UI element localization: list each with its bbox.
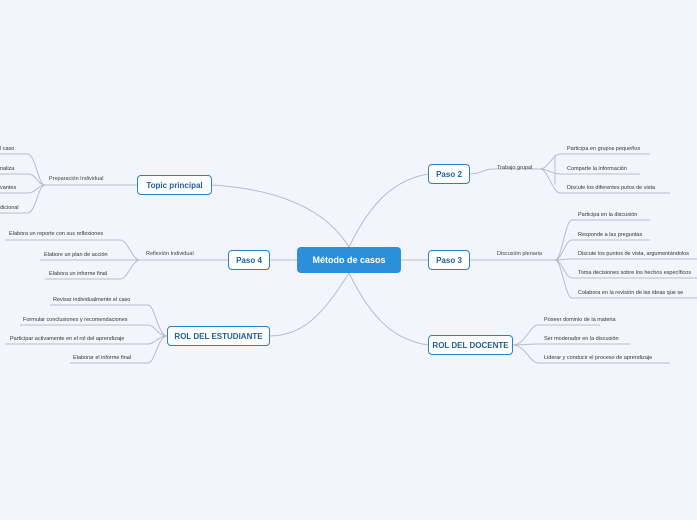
topic-principal-leaf[interactable]: dicional <box>0 205 19 211</box>
paso-4-leaf[interactable]: Elabore un plan de acción <box>44 252 108 258</box>
link-central-paso2 <box>348 173 429 248</box>
topic-principal-leaf[interactable]: naliza <box>0 166 15 172</box>
rol-docente-leaf[interactable]: Poseer dominio de la materia <box>544 317 616 323</box>
paso-4-node[interactable]: Paso 4 <box>228 250 270 270</box>
paso-4-leaf[interactable]: Elabora un informe final <box>49 271 108 277</box>
rol-estudiante-leaf[interactable]: Participar activamente en el rol del apr… <box>10 336 125 342</box>
topic-principal-subtopic[interactable]: Preparación Individual <box>49 176 104 182</box>
rol-estudiante-leaf[interactable]: Revisar individualmente el caso <box>53 297 131 303</box>
paso-2-node[interactable]: Paso 2 <box>428 164 470 184</box>
link-central-docente <box>348 272 429 346</box>
topic-principal-node[interactable]: Topic principal <box>137 175 212 195</box>
paso-3-leaf[interactable]: Responde a las preguntas <box>578 232 643 238</box>
paso-4-subtopic[interactable]: Reflexión Individual <box>146 251 194 257</box>
paso-4-leaf[interactable]: Elabora un reporte con sus reflexiones <box>9 231 104 237</box>
rol-estudiante-leaf[interactable]: Formular conclusiones y recomendaciones <box>23 317 128 323</box>
topic-principal-leaf[interactable]: vantes <box>0 185 17 191</box>
rol-docente-node[interactable]: ROL DEL DOCENTE <box>428 335 513 355</box>
paso-3-node[interactable]: Paso 3 <box>428 250 470 270</box>
link-central-topic <box>211 184 350 248</box>
paso-2-leaf[interactable]: Discute los diferentes putos de vista <box>567 185 656 191</box>
rol-docente-leaf[interactable]: Liderar y conducir el proceso de aprendi… <box>544 355 653 361</box>
link-central-estudiante <box>269 272 350 337</box>
paso-3-leaf[interactable]: Toma decisiones sobre los hechos específ… <box>578 270 692 276</box>
paso-2-leaf[interactable]: Comparte la información <box>567 166 627 172</box>
paso-2-leaf[interactable]: Participa en grupos pequeños <box>567 146 641 152</box>
paso-3-subtopic[interactable]: Discusión plenaria <box>497 251 542 257</box>
central-topic[interactable]: Método de casos <box>297 247 401 273</box>
paso-2-subtopic[interactable]: Trabajo grupal <box>497 165 533 171</box>
paso-3-leaf[interactable]: Participa en la discusión <box>578 212 638 218</box>
paso-3-leaf[interactable]: Discute los puntos de vista, argumentánd… <box>578 251 689 257</box>
topic-principal-leaf[interactable]: l caso <box>0 146 15 152</box>
rol-estudiante-node[interactable]: ROL DEL ESTUDIANTE <box>167 326 270 346</box>
paso-3-leaf[interactable]: Colabora en la revisión de las ideas que… <box>578 290 684 296</box>
rol-estudiante-leaf[interactable]: Elaborar el informe final <box>73 355 132 361</box>
rol-docente-leaf[interactable]: Ser moderador en la discusión <box>544 336 619 342</box>
